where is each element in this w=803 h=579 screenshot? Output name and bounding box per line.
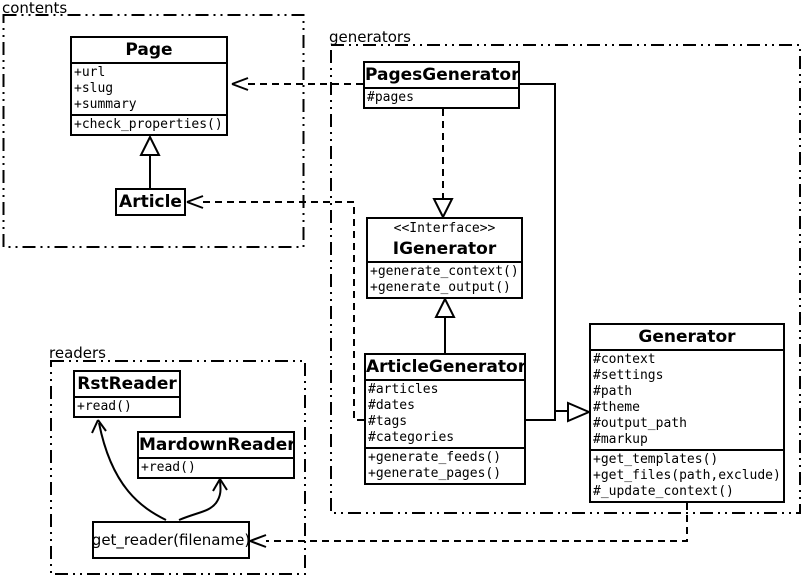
open-arrow-icon <box>212 478 228 492</box>
hollow-triangle-icon <box>432 198 454 220</box>
hollow-triangle-icon <box>567 401 592 423</box>
class-title-rstreader: RstReader <box>77 374 177 394</box>
package-readers-border <box>50 360 306 575</box>
class-title-page: Page <box>125 40 173 60</box>
hollow-triangle-icon <box>434 296 456 318</box>
class-title-generator: Generator <box>638 327 736 347</box>
class-box-rstreader: RstReader +read() <box>73 370 181 418</box>
package-label-generators: generators <box>329 28 411 46</box>
pagesgenerator-attributes: #pages <box>365 87 518 107</box>
package-generators-border <box>330 44 801 514</box>
connector-article-to-page <box>139 134 161 188</box>
igenerator-stereotype: <<Interface>> <box>393 221 496 236</box>
connector-getreader-to-mardownreader <box>178 478 228 521</box>
connector-articlegenerator-to-article <box>186 195 364 421</box>
open-arrow-icon <box>91 419 107 434</box>
class-title-article: Article <box>119 192 182 212</box>
class-box-generator: Generator #context #settings #path #them… <box>589 323 785 503</box>
class-box-articlegenerator: ArticleGenerator #articles #dates #tags … <box>364 353 526 485</box>
generator-attributes: #context #settings #path #theme #output_… <box>591 349 783 449</box>
class-title-mardownreader: MardownReader <box>139 435 295 455</box>
class-title-igenerator: IGenerator <box>392 239 497 259</box>
page-methods: +check_properties() <box>72 114 226 134</box>
class-box-pagesgenerator: PagesGenerator #pages <box>363 61 520 109</box>
open-arrow-icon <box>186 195 204 209</box>
articlegenerator-methods: +generate_feeds() +generate_pages() <box>366 447 524 483</box>
open-arrow-icon <box>231 77 249 91</box>
connector-generator-to-getreader <box>249 503 688 548</box>
connector-getreader-to-rstreader <box>91 419 167 521</box>
package-label-readers: readers <box>49 344 106 362</box>
open-arrow-icon <box>249 534 267 548</box>
class-box-mardownreader: MardownReader +read() <box>137 431 295 479</box>
get-reader-node: get_reader(filename) <box>92 521 250 559</box>
igenerator-methods: +generate_context() +generate_output() <box>368 261 521 297</box>
class-box-page: Page +url +slug +summary +check_properti… <box>70 36 228 136</box>
connector-generators-to-generator <box>520 83 592 423</box>
class-box-igenerator: <<Interface>> IGenerator +generate_conte… <box>366 217 523 299</box>
package-contents-border <box>2 14 305 248</box>
articlegenerator-attributes: #articles #dates #tags #categories <box>366 379 524 447</box>
class-box-article: Article <box>115 188 186 216</box>
generator-methods: +get_templates() +get_files(path,exclude… <box>591 449 783 501</box>
class-title-pagesgenerator: PagesGenerator <box>365 65 520 85</box>
page-attributes: +url +slug +summary <box>72 62 226 114</box>
rstreader-methods: +read() <box>75 396 179 416</box>
mardownreader-methods: +read() <box>139 457 293 477</box>
connector-articlegenerator-to-igenerator <box>434 296 456 353</box>
class-title-articlegenerator: ArticleGenerator <box>366 357 526 377</box>
igenerator-header: <<Interface>> IGenerator <box>368 219 521 261</box>
connector-pagesgenerator-to-page <box>231 77 363 91</box>
package-label-contents: contents <box>2 0 68 17</box>
hollow-triangle-icon <box>139 134 161 156</box>
connector-pagesgenerator-to-igenerator <box>432 109 454 220</box>
